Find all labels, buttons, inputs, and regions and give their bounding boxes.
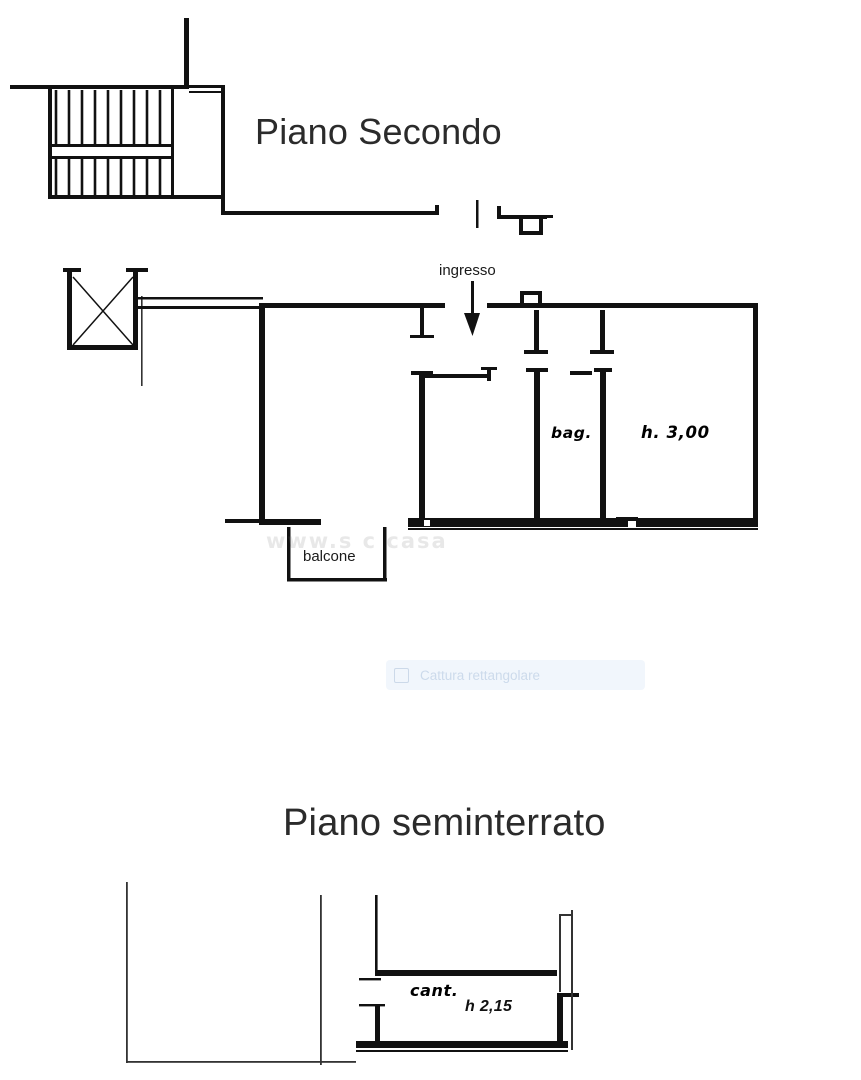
cantina-top-wall-tick <box>359 978 381 981</box>
room-middle-left-wall <box>419 371 425 521</box>
stair-landing-slab-upper <box>189 85 225 88</box>
snip-tool-ghost-chip[interactable]: Cattura rettangolare <box>386 660 645 690</box>
apartment-bottom-wall-main <box>408 518 628 527</box>
living-room-left-wall <box>259 303 265 525</box>
bagno-right-wall <box>600 371 606 521</box>
room-middle-left-wall-head <box>411 371 433 375</box>
cantina-lower-left-tick <box>359 1004 385 1007</box>
stair-landing-slab-lower <box>189 91 225 93</box>
shaft-box-group <box>63 268 148 386</box>
living-room-top-pilaster-foot <box>410 335 434 338</box>
basement-right-thin-line-inner <box>559 916 561 992</box>
living-room-bottom-wall <box>259 519 321 525</box>
camera-left-partition-foot <box>590 350 614 354</box>
shaft-left-wall <box>67 272 72 350</box>
shaft-bottom-wall <box>67 345 138 350</box>
cantina-top-wall <box>375 970 557 976</box>
room-label-ingresso: ingresso <box>439 262 496 279</box>
shaft-drop-guide <box>141 296 143 386</box>
basement-outer-left-line <box>126 882 128 1063</box>
cantina-bottom-sill-line <box>356 1050 568 1052</box>
basement-right-thin-line-outer <box>571 910 573 1050</box>
page-title-second-floor: Piano Secondo <box>255 111 502 152</box>
corridor-slab-lower-line <box>138 306 263 309</box>
shaft-x-mark <box>72 276 134 346</box>
stair-mid-landing-top <box>48 144 173 147</box>
stair-treads-lower <box>54 159 162 196</box>
height-label-second-floor: h. 3,00 <box>641 423 710 442</box>
bagno-right-wall-cap <box>594 368 612 372</box>
living-room-bottom-return <box>225 519 265 523</box>
ingresso-arrow-head <box>464 313 480 336</box>
room-label-cantina: cant. <box>410 981 459 1000</box>
living-room-top-pilaster <box>420 308 424 338</box>
room-middle-door-jamb-cap <box>481 367 497 370</box>
stair-top-horizontal-wall <box>10 85 189 89</box>
balcone-right-wall <box>383 527 387 581</box>
landing-wall-right-top <box>497 206 501 218</box>
cantina-right-wall-cap <box>557 993 579 997</box>
apartment-right-wall <box>753 303 758 525</box>
stair-landing-right-wall <box>221 88 225 200</box>
rectangle-snip-icon <box>394 667 409 683</box>
shaft-top-right-flange <box>126 268 148 272</box>
page-title-basement: Piano seminterrato <box>283 802 606 844</box>
snip-tool-ghost-label: Cattura rettangolare <box>420 667 541 683</box>
balcone-bottom-wall <box>287 578 387 582</box>
stair-mid-landing-bottom <box>48 156 173 159</box>
apartment-bottom-sill-line <box>408 528 758 530</box>
door-opening-middle <box>424 520 430 526</box>
basement-drawing-group <box>126 882 579 1065</box>
door-jamb-marker <box>476 200 479 228</box>
ingresso-arrow <box>464 281 480 336</box>
living-room-top-wall <box>259 303 445 308</box>
cantina-lower-left-wall <box>375 1004 380 1044</box>
bagno-upper-partition-foot <box>524 350 548 354</box>
bagno-left-wall <box>534 371 540 521</box>
room-middle-door-jamb <box>487 367 491 381</box>
duct-bump-top <box>520 291 542 295</box>
corridor-wall-return <box>435 205 439 215</box>
duct-bump-left <box>520 291 524 305</box>
bagno-upper-partition <box>534 310 539 354</box>
shaft-right-wall <box>133 272 138 350</box>
duct-bump-right <box>538 291 542 305</box>
landing-wall-right-rise <box>539 215 543 235</box>
landing-wall-right-bottom <box>519 231 543 235</box>
corridor-wall-from-stair <box>221 197 225 215</box>
basement-outer-bottom-line <box>126 1061 356 1063</box>
apartment-top-wall-right <box>487 303 758 308</box>
cantina-upper-left-wall <box>375 895 378 974</box>
shaft-top-left-flange <box>63 268 81 272</box>
balcone-group <box>287 527 387 582</box>
landing-wall-right-tail <box>539 215 553 218</box>
stair-enclosure-bottom-wall <box>48 195 224 199</box>
basement-right-thin-line-cap <box>559 914 573 916</box>
apartment-bottom-wall-right <box>636 518 758 527</box>
site-watermark: www.s c casa <box>266 529 448 553</box>
camera-left-partition <box>600 310 605 354</box>
stair-treads-upper <box>54 90 162 145</box>
interior-rooms-group <box>411 310 638 526</box>
balcone-left-wall <box>287 527 291 581</box>
landing-wall-right-drop <box>519 215 523 235</box>
corridor-top-wall <box>221 211 439 215</box>
door-opening-bagno <box>616 517 638 521</box>
ingresso-arrow-shaft <box>471 281 474 321</box>
height-label-basement: h 2,15 <box>465 998 513 1015</box>
room-label-balcone: balcone <box>303 548 356 565</box>
stairwell-group <box>10 18 439 215</box>
cantina-bottom-wall <box>356 1041 568 1048</box>
cantina-right-wall <box>557 996 563 1048</box>
corridor-slab-upper-line <box>138 297 263 300</box>
apartment-outline-group <box>138 291 758 530</box>
entry-wall-fragments <box>435 200 553 235</box>
room-middle-top-wall <box>425 374 487 378</box>
stair-top-vertical-wall <box>184 18 189 86</box>
bagno-right-wall-head <box>570 371 592 375</box>
bagno-left-wall-head <box>526 368 548 372</box>
room-label-bagno: bag. <box>551 424 592 442</box>
basement-guide-vertical <box>320 895 322 1065</box>
